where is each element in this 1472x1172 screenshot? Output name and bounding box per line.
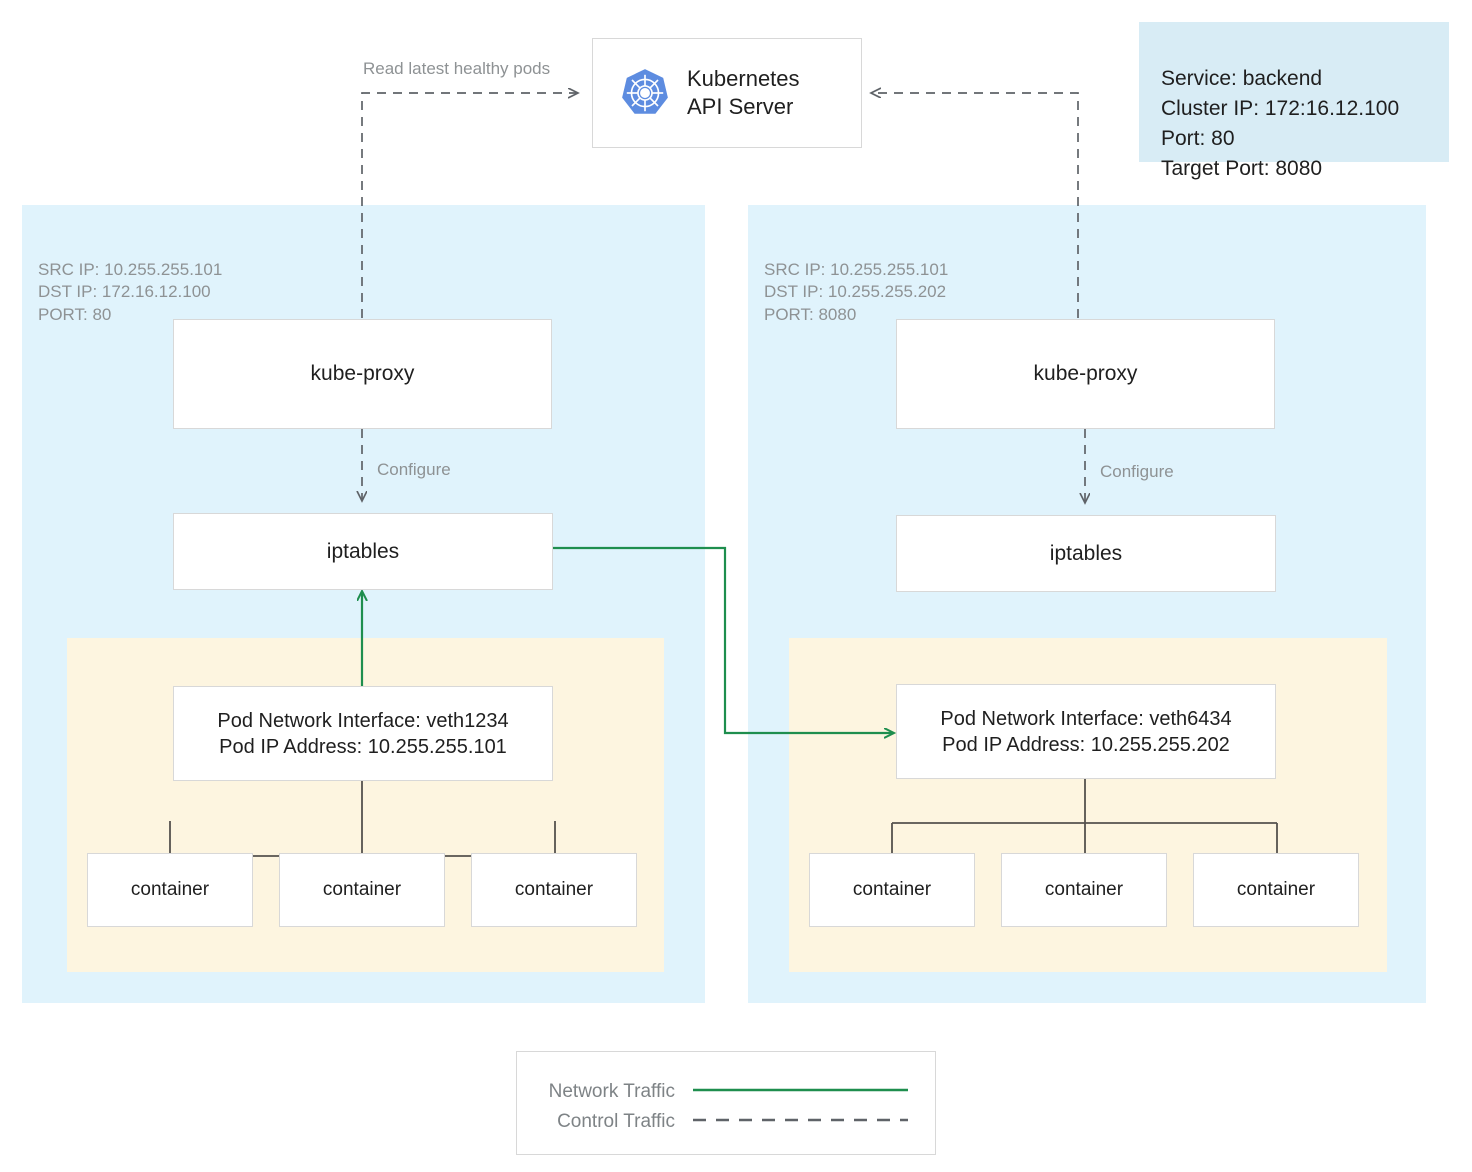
edge-label-configure-right-text: Configure (1100, 462, 1174, 481)
pod-network-interface-label-right: Pod Network Interface: veth6434 Pod IP A… (940, 707, 1232, 756)
container-label: container (130, 878, 210, 900)
legend-swatches (693, 1088, 908, 1122)
container-box-right-3[interactable]: container (1193, 853, 1359, 927)
container-label: container (1044, 878, 1124, 900)
pod-network-interface-label-left: Pod Network Interface: veth1234 Pod IP A… (217, 709, 509, 758)
container-label: container (514, 878, 594, 900)
kubernetes-logo-icon (619, 67, 671, 119)
kube-proxy-box-left[interactable]: kube-proxy (173, 319, 552, 429)
container-box-left-2[interactable]: container (279, 853, 445, 927)
legend-label-control-traffic: Control Traffic (517, 1107, 675, 1137)
container-label: container (852, 878, 932, 900)
pod-network-interface-box-right[interactable]: Pod Network Interface: veth6434 Pod IP A… (896, 684, 1276, 779)
node-right-traffic-meta: SRC IP: 10.255.255.101 DST IP: 10.255.25… (764, 236, 1084, 326)
edge-label-read-pods-text: Read latest healthy pods (363, 59, 551, 78)
edge-label-configure-left: Configure (377, 460, 451, 480)
node-left-traffic-meta: SRC IP: 10.255.255.101 DST IP: 172.16.12… (38, 236, 358, 326)
container-box-right-1[interactable]: container (809, 853, 975, 927)
legend-label-control-traffic-text: Control Traffic (557, 1111, 675, 1132)
kube-proxy-label-left: kube-proxy (310, 362, 415, 386)
edge-label-read-latest-healthy-pods: Read latest healthy pods (363, 59, 550, 79)
legend-label-network-traffic: Network Traffic (517, 1077, 675, 1107)
edge-label-configure-right: Configure (1100, 462, 1174, 482)
container-box-left-1[interactable]: container (87, 853, 253, 927)
iptables-label-right: iptables (1049, 541, 1123, 565)
container-label: container (1236, 878, 1316, 900)
kubernetes-api-server-box[interactable]: Kubernetes API Server (592, 38, 862, 148)
edge-label-configure-left-text: Configure (377, 460, 451, 479)
container-box-right-2[interactable]: container (1001, 853, 1167, 927)
node-right-traffic-meta-text: SRC IP: 10.255.255.101 DST IP: 10.255.25… (764, 259, 949, 324)
legend-label-network-traffic-text: Network Traffic (548, 1081, 675, 1102)
container-label: container (322, 878, 402, 900)
service-info-text: Service: backend Cluster IP: 172:16.12.1… (1161, 67, 1400, 180)
kube-proxy-label-right: kube-proxy (1033, 362, 1138, 386)
pod-network-interface-box-left[interactable]: Pod Network Interface: veth1234 Pod IP A… (173, 686, 553, 781)
iptables-label-left: iptables (326, 539, 400, 563)
node-left-traffic-meta-text: SRC IP: 10.255.255.101 DST IP: 172.16.12… (38, 259, 223, 324)
container-box-left-3[interactable]: container (471, 853, 637, 927)
api-server-label: Kubernetes API Server (687, 66, 800, 119)
kube-proxy-box-right[interactable]: kube-proxy (896, 319, 1275, 429)
iptables-box-right[interactable]: iptables (896, 515, 1276, 592)
service-info-callout: Service: backend Cluster IP: 172:16.12.1… (1139, 22, 1449, 180)
iptables-box-left[interactable]: iptables (173, 513, 553, 590)
legend-box: Network Traffic Control Traffic (516, 1051, 936, 1155)
